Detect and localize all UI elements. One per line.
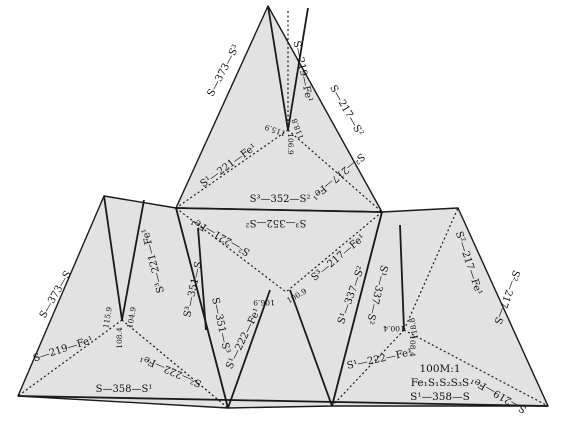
label-left-bottom-s358: S—358—S¹ (96, 384, 153, 395)
label-mid-s3352: S³—352—S² (250, 194, 311, 205)
caption-formula: Fe₁S₁S₂S₃S (411, 377, 470, 389)
caption-bond: S¹—358—S (410, 391, 470, 403)
fold-edges (17, 5, 549, 409)
angle-center-106-9: 106.9 (253, 298, 275, 307)
angle-left-115-9: 115.9 (101, 306, 114, 329)
angle-top-106-9: 106.9 (286, 133, 295, 155)
label-mid-s3352-inverted: S³—352—S² (246, 217, 307, 228)
dotted-fold-lines (17, 10, 549, 409)
angle-right-100-4: 100.4 (383, 324, 405, 333)
caption-title: 100M:1 (419, 363, 460, 375)
angle-right-108-4: 108.4 (408, 335, 417, 357)
angle-left-104-9: 104.9 (125, 306, 138, 329)
angle-left-108-4: 108.4 (115, 327, 124, 349)
angle-right-118-8: 118.8 (407, 317, 420, 340)
